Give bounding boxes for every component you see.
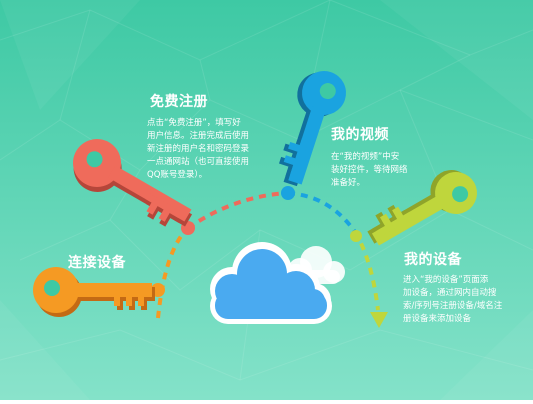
text-line: 在“我的视频”中安 <box>331 152 400 162</box>
step-register-title: 免费注册 <box>150 94 208 110</box>
arc-segment-blue <box>287 191 357 234</box>
text-line: 索/序列号注册设备/域名注 <box>403 301 503 311</box>
key-icon-orange <box>33 267 155 317</box>
arc-segment-orange <box>156 226 190 319</box>
text-line: 准备好。 <box>331 178 366 188</box>
arc-node-green <box>350 230 362 242</box>
text-line: 用户信息。注册完成后使用 <box>147 131 250 141</box>
key-icon-red <box>73 139 193 227</box>
arc-segment-red <box>186 191 289 230</box>
text-line: QQ账号登录）。 <box>147 170 208 180</box>
key-icon-green <box>367 170 477 246</box>
step-register-description: 点击“免费注册”，填写好 用户信息。注册完成后使用 新注册的用户名和密码登录 一… <box>147 117 272 182</box>
text-line: 加设备，通过网内自动搜 <box>403 288 497 298</box>
arc-node-blue <box>281 186 295 200</box>
cloud-icon <box>210 242 345 324</box>
step-device-description: 进入“我的设备”页面添 加设备，通过网内自动搜 索/序列号注册设备/域名注 册设… <box>403 274 528 326</box>
step-device-title: 我的设备 <box>404 252 462 268</box>
arrow-head-icon <box>370 312 388 328</box>
step-video-description: 在“我的视频”中安 装好控件，等待网络 准备好。 <box>331 151 431 190</box>
text-line: 点击“免费注册”，填写好 <box>147 118 241 128</box>
step-video-title: 我的视频 <box>331 127 389 143</box>
key-icon-blue <box>278 71 346 187</box>
cloud-front-fill <box>215 249 327 319</box>
text-line: 新注册的用户名和密码登录 <box>147 144 250 154</box>
text-line: 一点通网站（也可直接使用 <box>147 157 250 167</box>
step-connect-title: 连接设备 <box>68 255 126 271</box>
text-line: 进入“我的设备”页面添 <box>403 275 489 285</box>
text-line: 册设备来添加设备 <box>403 314 472 324</box>
text-line: 装好控件，等待网络 <box>331 165 408 175</box>
